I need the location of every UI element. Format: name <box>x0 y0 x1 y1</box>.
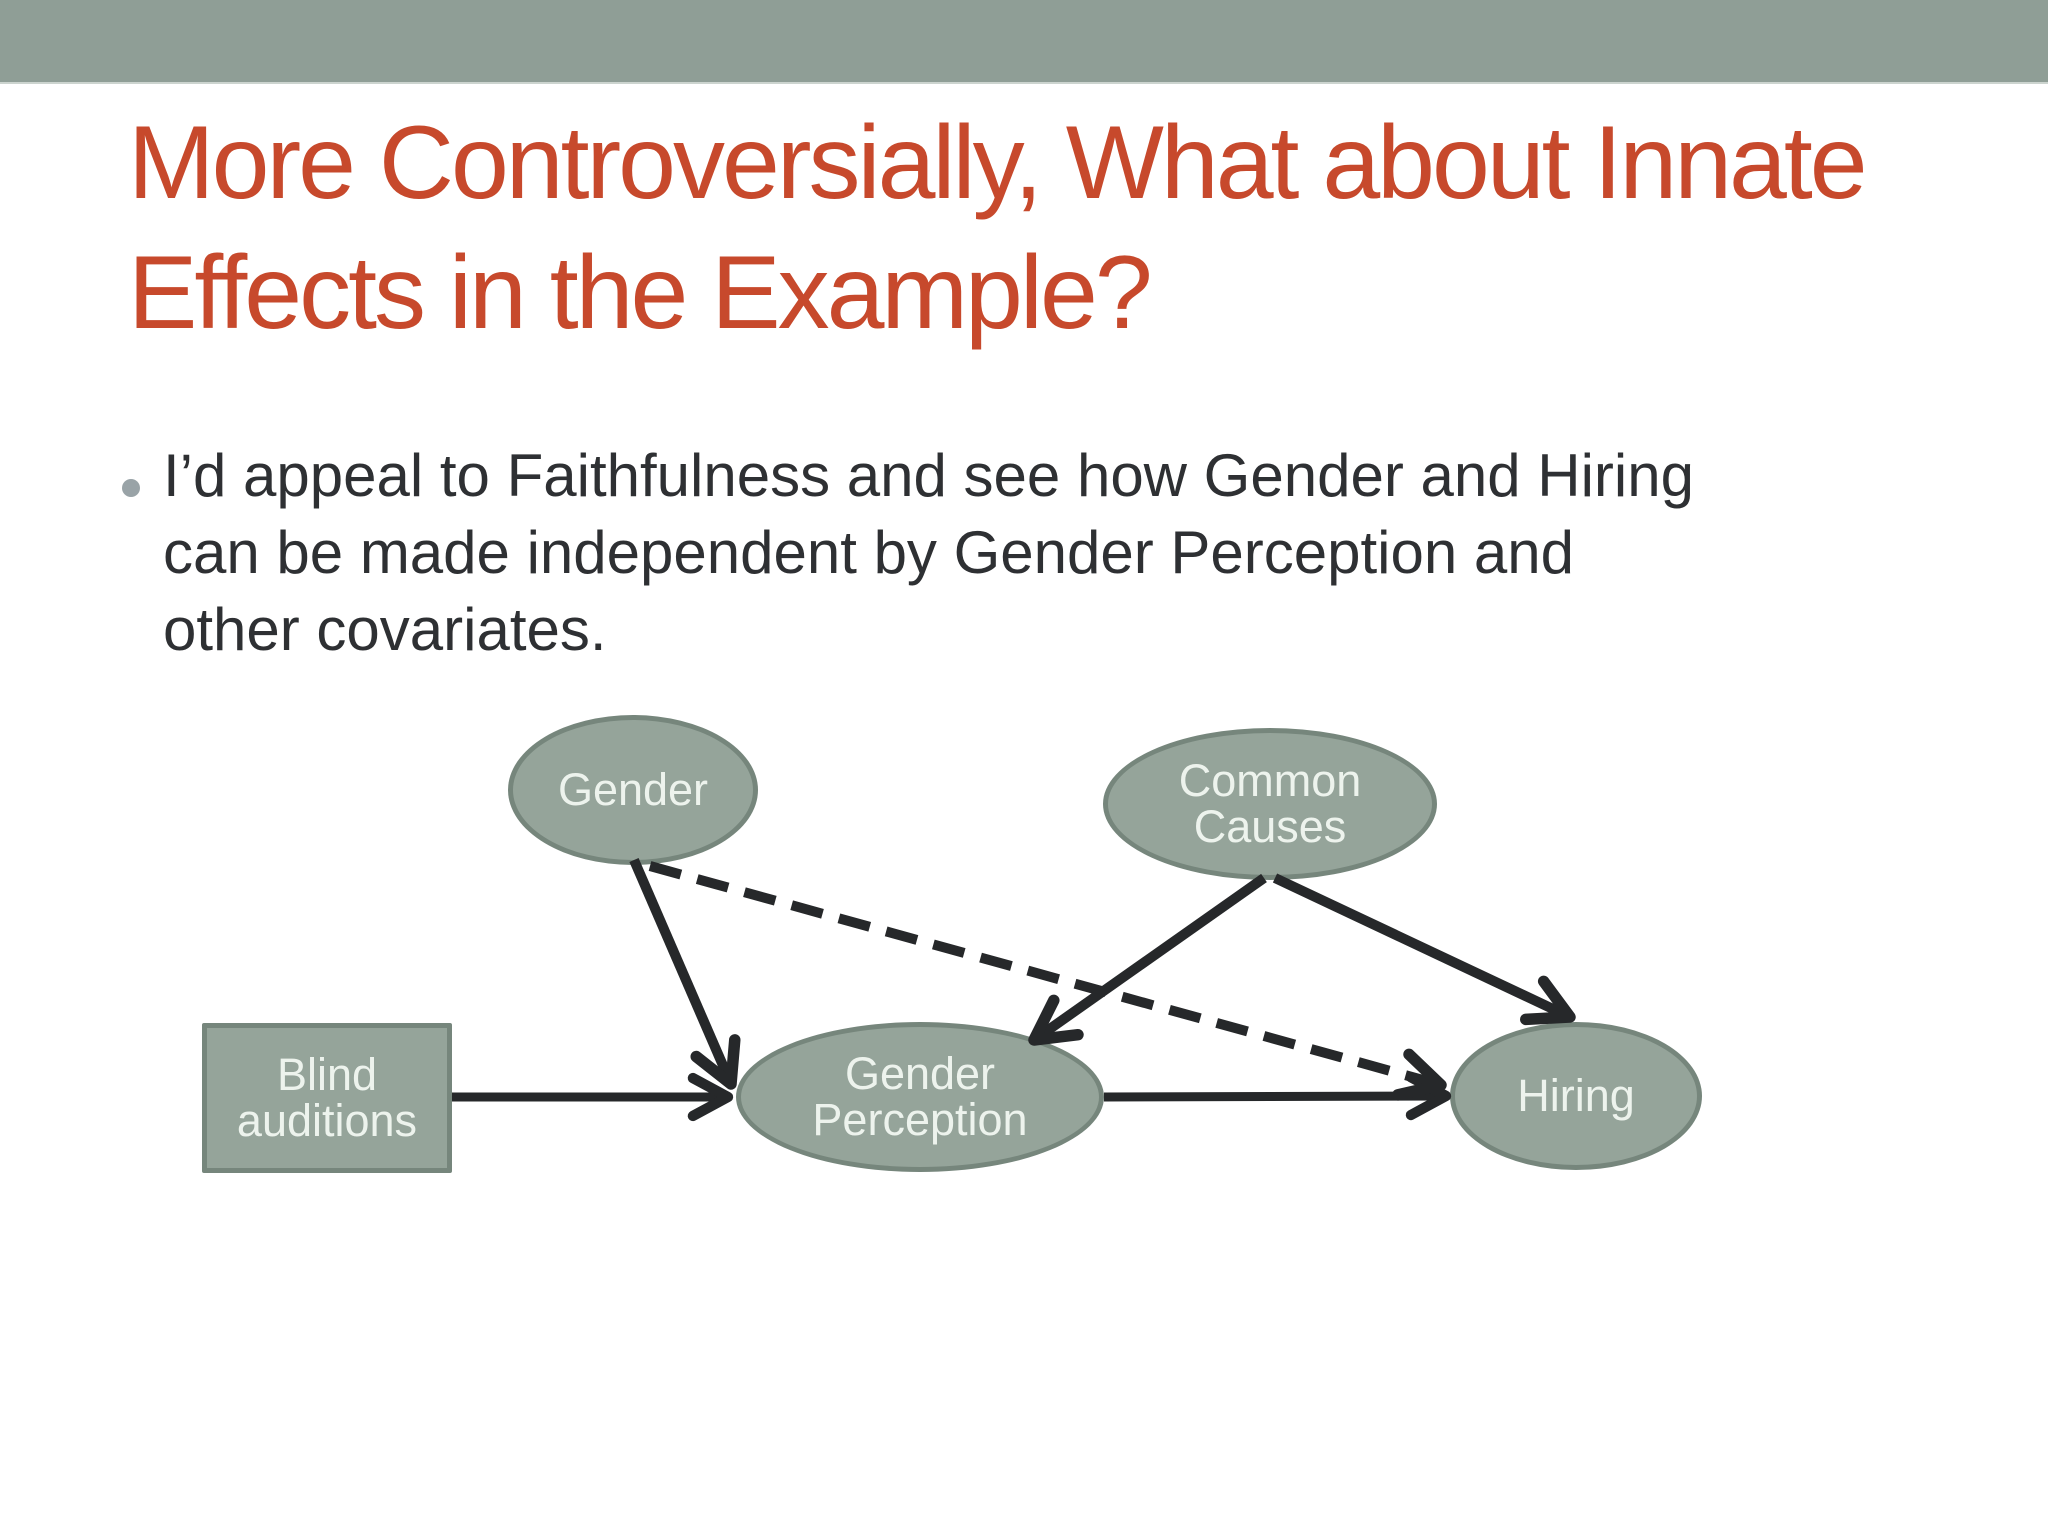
node-blind-auditions-label-line-1: Blind <box>276 1049 378 1100</box>
slide-title: More Controversially, What about Innate … <box>128 98 1988 358</box>
slide-title-line-1: More Controversially, What about Innate <box>128 105 1868 221</box>
node-common-causes-label-line-1: Common <box>1178 755 1362 806</box>
edge-gender-to-gender-perception <box>629 858 741 1090</box>
node-gender-perception: Gender Perception <box>736 1022 1104 1172</box>
node-gender: Gender <box>508 715 758 865</box>
node-hiring: Hiring <box>1450 1022 1702 1170</box>
node-common-causes-label-line-2: Causes <box>1193 801 1347 852</box>
node-blind-auditions: Blind auditions <box>202 1023 452 1173</box>
bullet-line-2: can be made independent by Gender Percep… <box>163 519 1575 586</box>
node-hiring-label: Hiring <box>1517 1070 1635 1121</box>
edge-gender-perception-to-hiring <box>1103 1072 1452 1121</box>
slide-top-banner <box>0 0 2048 84</box>
bullet-paragraph: I’d appeal to Faithfulness and see how G… <box>163 437 1694 668</box>
node-common-causes: Common Causes <box>1103 728 1437 880</box>
node-gender-perception-label-line-2: Perception <box>812 1094 1028 1145</box>
edge-common-causes-to-hiring <box>1272 873 1576 1026</box>
bullet-line-1: I’d appeal to Faithfulness and see how G… <box>163 442 1694 509</box>
bullet-dot-icon <box>122 479 140 497</box>
node-gender-perception-label-line-1: Gender <box>844 1048 996 1099</box>
slide-title-line-2: Effects in the Example? <box>128 235 1153 351</box>
node-blind-auditions-label-line-2: auditions <box>236 1095 418 1146</box>
node-gender-label: Gender <box>557 764 709 815</box>
bullet-line-3: other covariates. <box>163 596 607 663</box>
edge-common-causes-to-gender-perception <box>1028 873 1267 1046</box>
